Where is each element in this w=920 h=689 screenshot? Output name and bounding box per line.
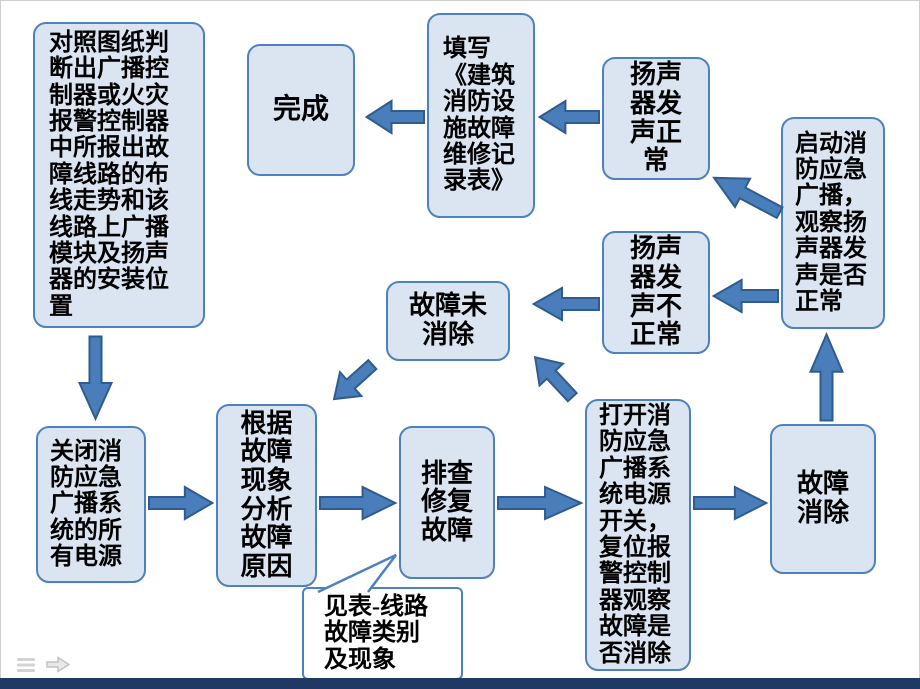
flow-node-analyze-cause: 根据故障现象分析故障原因 bbox=[216, 404, 317, 587]
arrow-power-off-to-analyze bbox=[149, 486, 213, 520]
arrow-power-on-to-fault-cleared bbox=[694, 486, 767, 520]
arrow-fault-not-cleared-to-analyze bbox=[322, 352, 383, 412]
arrow-speaker-abnormal-to-fault-not-cleared bbox=[533, 287, 599, 321]
arrow-check-to-power-off bbox=[79, 337, 113, 420]
flow-node-complete: 完成 bbox=[247, 44, 355, 176]
arrow-repair-to-power-on bbox=[498, 486, 582, 520]
flow-node-power-off: 关闭消防应急广播系统的所有电源 bbox=[36, 426, 146, 583]
flow-node-fault-cleared: 故障消除 bbox=[770, 424, 876, 574]
arrow-fill-form-to-complete bbox=[366, 100, 424, 134]
next-slide-icon[interactable] bbox=[46, 656, 70, 673]
arrow-fault-cleared-to-start-broadcast bbox=[810, 334, 844, 421]
flow-node-fill-record-form: 填写《建筑消防设施故障维修记录表》 bbox=[427, 13, 535, 218]
callout-see-table: 见表-线路故障类别及现象 bbox=[302, 587, 463, 680]
flow-node-repair-fault: 排查修复故障 bbox=[399, 426, 495, 579]
arrow-start-broadcast-to-speaker-abnormal bbox=[713, 279, 778, 313]
arrow-analyze-to-repair bbox=[320, 486, 396, 520]
callout-pointer bbox=[317, 553, 397, 594]
presentation-nav bbox=[16, 656, 70, 673]
arrow-power-on-to-fault-not-cleared bbox=[522, 345, 584, 408]
flow-node-power-on-reset: 打开消防应急广播系统电源开关，复位报警控制器观察故障是否消除 bbox=[585, 399, 691, 671]
bottom-bar bbox=[0, 678, 920, 689]
arrow-speaker-normal-to-fill-form bbox=[539, 100, 599, 134]
arrow-start-broadcast-to-speaker-normal bbox=[705, 162, 787, 227]
flow-node-speaker-abnormal: 扬声器发声不正常 bbox=[602, 231, 710, 354]
slideshow-menu-icon[interactable] bbox=[16, 657, 36, 673]
flow-node-fault-not-cleared: 故障未消除 bbox=[386, 281, 510, 361]
flow-node-start-broadcast: 启动消防应急广播，观察扬声器发声是否正常 bbox=[781, 117, 885, 329]
flow-node-check-drawings: 对照图纸判断出广播控制器或火灾报警控制器中所报出故障线路的布线走势和该线路上广播… bbox=[33, 22, 205, 328]
flow-node-speaker-normal: 扬声器发声正常 bbox=[602, 57, 710, 180]
